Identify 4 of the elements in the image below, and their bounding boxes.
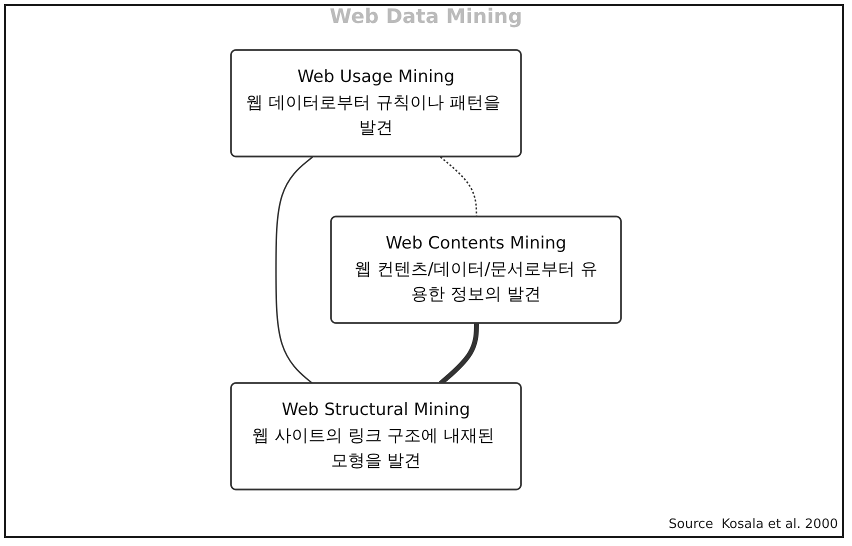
connector [440,156,478,218]
source-note: Source Kosala et al. 2000 [668,517,838,532]
diagram-heading: Web Data Mining [328,4,524,28]
connector [275,156,314,384]
